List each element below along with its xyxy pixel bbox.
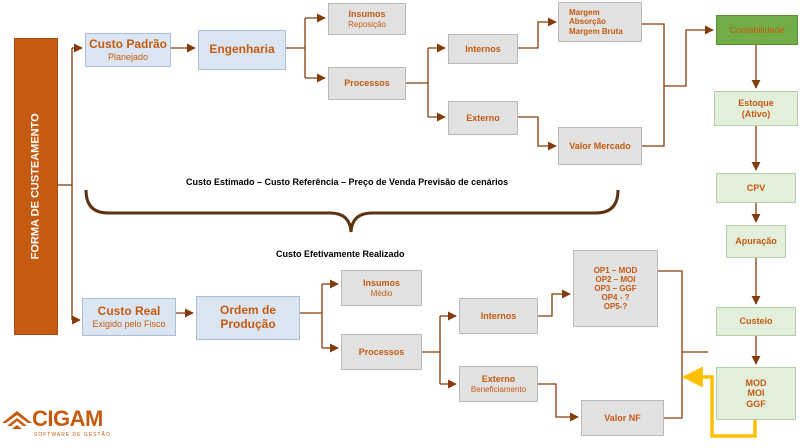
engenharia-label: Engenharia <box>209 42 275 57</box>
valor-mercado-box: Valor Mercado <box>558 127 642 165</box>
margem-label-3: Margem Bruta <box>569 26 623 36</box>
cigam-roof-icon <box>2 411 32 429</box>
estoque-box: Estoque (Ativo) <box>714 91 798 126</box>
insumos-top-box: Insumos Reposição <box>328 3 406 35</box>
insumos-top-title: Insumos <box>348 9 386 20</box>
cpv-box: CPV <box>716 173 796 203</box>
custeio-box: Custeio <box>716 307 796 336</box>
processos-bottom-box: Processos <box>341 334 422 370</box>
insumos-bottom-box: Insumos Médio <box>341 270 422 306</box>
externo-top-box: Externo <box>448 101 518 135</box>
custo-real-title: Custo Real <box>97 303 161 318</box>
cpv-label: CPV <box>746 182 766 193</box>
mod-label: MOD <box>745 377 767 388</box>
op3-label: OP3 – GGF <box>594 283 637 293</box>
valor-nf-label: Valor NF <box>604 412 641 423</box>
op1-label: OP1 – MOD <box>593 265 638 275</box>
ggf-label: GGF <box>746 398 766 409</box>
caption-estimado: Custo Estimado – Custo Referência – Preç… <box>186 177 509 187</box>
processos-top-box: Processos <box>328 67 406 100</box>
root-label: FORMA DE CUSTEAMENTO <box>29 113 42 260</box>
insumos-bottom-subtitle: Médio <box>370 288 393 298</box>
apuracao-box: Apuração <box>726 225 786 258</box>
root-box: FORMA DE CUSTEAMENTO <box>14 38 58 335</box>
ordem-producao-box: Ordem de Produção <box>196 296 300 340</box>
highlight-arrow <box>681 366 757 438</box>
margem-box: Margem Absorção Margem Bruta <box>558 2 642 42</box>
op2-label: OP2 – MOI <box>595 274 636 284</box>
externo-bottom-title: Externo <box>481 374 516 385</box>
contabilidade-label: Contabilidade <box>729 24 785 35</box>
valor-nf-box: Valor NF <box>581 400 664 436</box>
internos-top-box: Internos <box>448 34 518 64</box>
custo-real-box: Custo Real Exigido pelo Fisco <box>82 298 176 336</box>
custo-padrao-box: Custo Padrão Planejado <box>85 33 171 67</box>
estoque-label-1: Estoque <box>738 98 774 109</box>
estoque-label-2: (Ativo) <box>741 108 771 119</box>
insumos-top-subtitle: Reposição <box>348 19 386 29</box>
custo-padrao-subtitle: Planejado <box>107 51 149 62</box>
processos-bottom-label: Processos <box>358 346 405 357</box>
contabilidade-box: Contabilidade <box>716 15 798 45</box>
op4-label: OP4 - ? <box>601 293 630 303</box>
valor-mercado-label: Valor Mercado <box>569 140 631 151</box>
ordem-label-2: Produção <box>220 317 276 331</box>
mod-moi-ggf-box: MOD MOI GGF <box>716 367 796 420</box>
externo-bottom-subtitle: Beneficiamento <box>470 384 527 394</box>
insumos-bottom-title: Insumos <box>362 278 400 289</box>
margem-label-1: Margem <box>569 8 600 18</box>
op5-label: OP5-? <box>603 302 628 312</box>
cigam-brand: CIGAM <box>32 406 103 431</box>
moi-label: MOI <box>747 388 765 399</box>
custeio-label: Custeio <box>739 316 773 327</box>
custo-real-subtitle: Exigido pelo Fisco <box>92 318 166 329</box>
cigam-tagline: SOFTWARE DE GESTÃO <box>34 432 111 438</box>
caption-realizado: Custo Efetivamente Realizado <box>276 249 405 259</box>
ordem-label-1: Ordem de <box>219 303 276 318</box>
processos-top-label: Processos <box>344 78 390 89</box>
internos-top-label: Internos <box>465 43 501 54</box>
externo-bottom-box: Externo Beneficiamento <box>459 366 538 402</box>
margem-label-2: Absorção <box>569 17 606 27</box>
externo-top-label: Externo <box>466 112 500 123</box>
cigam-logo: CIGAM SOFTWARE DE GESTÃO <box>2 405 110 445</box>
internos-bottom-label: Internos <box>480 310 517 321</box>
engenharia-box: Engenharia <box>198 30 286 70</box>
apuracao-label: Apuração <box>735 236 777 247</box>
ops-box: OP1 – MOD OP2 – MOI OP3 – GGF OP4 - ? OP… <box>573 250 658 327</box>
custo-padrao-title: Custo Padrão <box>88 36 167 51</box>
internos-bottom-box: Internos <box>459 298 538 334</box>
brace <box>84 189 620 233</box>
